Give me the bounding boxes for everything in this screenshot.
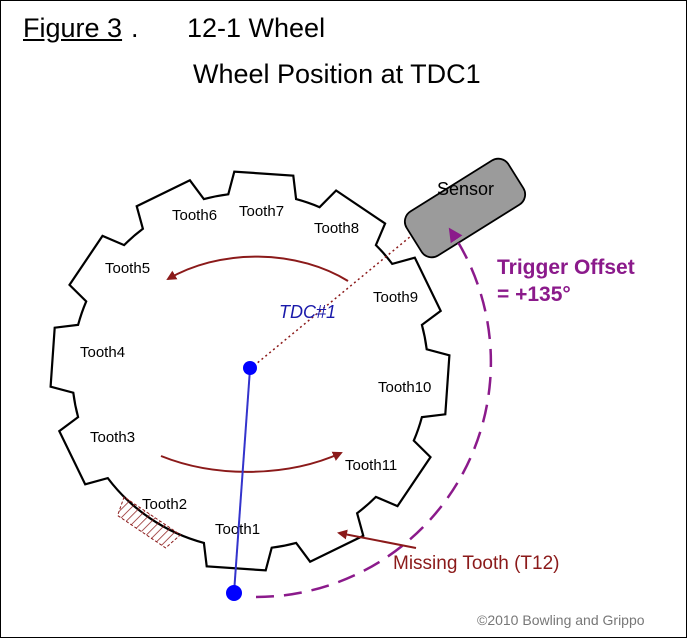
tooth-label: Tooth6: [172, 207, 217, 224]
tooth-label: Tooth1: [215, 521, 260, 538]
sensor-direction-line: [249, 202, 452, 370]
trigger-offset-value: = +135°: [497, 283, 571, 306]
figure-title: Wheel Position at TDC1: [193, 59, 481, 89]
tooth-label: Tooth3: [90, 429, 135, 446]
copyright-notice: ©2010 Bowling and Grippo: [477, 612, 645, 628]
trigger-offset-arc: [255, 227, 493, 599]
tooth-label: Tooth9: [373, 289, 418, 306]
figure-label-period: .: [131, 13, 139, 43]
missing-tooth-label: Missing Tooth (T12): [393, 553, 560, 574]
tooth-label: Tooth2: [142, 496, 187, 513]
tooth-label: Tooth8: [314, 220, 359, 237]
figure-label: Figure 3: [23, 13, 123, 43]
missing-tooth-hatch: [117, 496, 182, 549]
tooth-label: Tooth5: [105, 260, 150, 277]
tdc-line: [233, 368, 251, 594]
tooth-label: Tooth11: [345, 457, 397, 474]
trigger-offset-label: Trigger Offset: [497, 256, 635, 279]
rotation-arrow-upper: [166, 255, 349, 282]
sensor-label: Sensor: [437, 179, 494, 199]
wheel-type-title: 12-1 Wheel: [187, 13, 326, 43]
wheel-outline: [49, 170, 451, 572]
tooth-label: Tooth7: [239, 203, 284, 220]
tdc-label: TDC#1: [279, 302, 336, 322]
tooth-label: Tooth4: [80, 344, 125, 361]
rotation-arrow-lower: [160, 451, 343, 473]
wheel-center-dot: [243, 361, 257, 375]
tdc-marker-dot: [226, 585, 242, 601]
tooth-label: Tooth10: [378, 379, 431, 396]
missing-tooth-pointer: [337, 529, 417, 549]
sensor: [403, 157, 527, 259]
